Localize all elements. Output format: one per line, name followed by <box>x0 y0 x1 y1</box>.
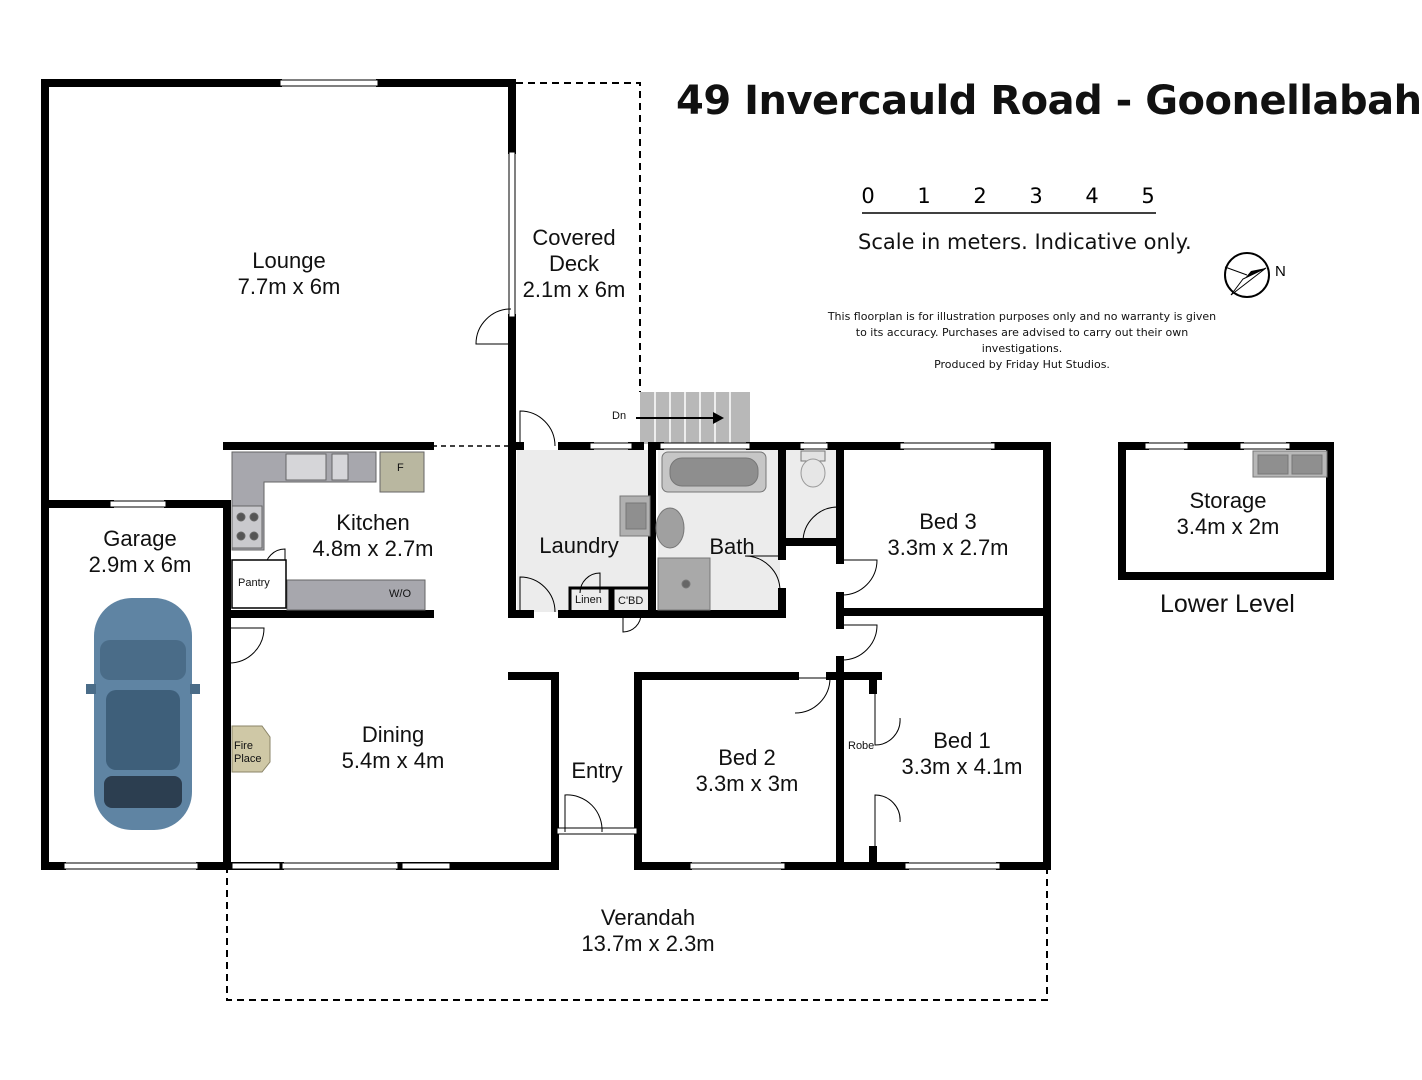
room-name: Storage <box>1189 488 1267 513</box>
disclaimer-line: Produced by Friday Hut Studios. <box>934 358 1110 371</box>
scale-tick: 0 <box>861 184 874 208</box>
room-bed2: Bed 2 3.3m x 3m <box>687 745 807 797</box>
scale-tick: 2 <box>973 184 986 208</box>
page-title: 49 Invercauld Road - Goonellabah <box>676 78 1422 124</box>
robe-label: Robe <box>848 740 875 752</box>
bathroom-fixtures <box>619 450 826 611</box>
room-size: 3.3m x 2.7m <box>887 535 1009 560</box>
cupboard-label: C'BD <box>618 595 644 607</box>
room-size: 3.3m x 4.1m <box>901 754 1023 779</box>
room-name: Garage <box>103 526 177 551</box>
room-name: Laundry <box>539 533 619 558</box>
stairs-down-label: Dn <box>612 410 627 422</box>
room-bath: Bath <box>700 534 764 560</box>
windows <box>63 79 1291 870</box>
room-bed1: Bed 1 3.3m x 4.1m <box>892 728 1032 780</box>
fireplace <box>231 725 271 773</box>
room-storage: Storage 3.4m x 2m <box>1166 488 1290 540</box>
room-size: 3.4m x 2m <box>1176 514 1280 539</box>
room-covered-deck: Covered Deck 2.1m x 6m <box>518 225 630 303</box>
scale-tick: 4 <box>1085 184 1098 208</box>
room-name: Lounge <box>252 248 326 273</box>
room-name: Verandah <box>600 905 696 930</box>
stairs <box>636 392 750 444</box>
room-name: Bed 2 <box>718 745 776 770</box>
level-label: Lower Level <box>1160 590 1295 618</box>
room-verandah: Verandah 13.7m x 2.3m <box>568 905 728 957</box>
room-size: 2.1m x 6m <box>522 277 626 302</box>
room-name: Entry <box>571 758 623 783</box>
floor-plan: 0 1 2 3 4 5 N <box>41 79 1334 1001</box>
compass-icon <box>1224 252 1270 298</box>
room-name: Bed 3 <box>919 509 977 534</box>
scale-tick: 3 <box>1029 184 1042 208</box>
walk-in-label: W/O <box>389 588 411 600</box>
scale-caption: Scale in meters. Indicative only. <box>858 230 1192 254</box>
scale-tick: 1 <box>917 184 930 208</box>
room-laundry: Laundry <box>532 533 626 559</box>
room-entry: Entry <box>564 758 630 784</box>
room-bed3: Bed 3 3.3m x 2.7m <box>878 509 1018 561</box>
room-name: Bed 1 <box>933 728 991 753</box>
room-name: Kitchen <box>336 510 410 535</box>
room-size: 13.7m x 2.3m <box>581 931 715 956</box>
room-size: 5.4m x 4m <box>341 748 445 773</box>
room-size: 3.3m x 3m <box>695 771 799 796</box>
room-size: 2.9m x 6m <box>88 552 192 577</box>
room-name: Bath <box>709 534 755 559</box>
dashed-outlines <box>226 82 1048 1001</box>
room-kitchen: Kitchen 4.8m x 2.7m <box>303 510 443 562</box>
room-size: 4.8m x 2.7m <box>312 536 434 561</box>
room-garage: Garage 2.9m x 6m <box>80 526 200 578</box>
scale-ticks: 0 1 2 3 4 5 <box>861 184 1154 208</box>
compass-north-label: N <box>1275 263 1286 280</box>
doors <box>228 308 901 850</box>
room-lounge: Lounge 7.7m x 6m <box>229 248 349 300</box>
disclaimer-line: to its accuracy. Purchases are advised t… <box>855 326 1189 355</box>
car-image <box>86 598 200 830</box>
room-name: Covered Deck <box>532 225 616 276</box>
disclaimer: This floorplan is for illustration purpo… <box>822 309 1222 373</box>
disclaimer-line: This floorplan is for illustration purpo… <box>827 310 1217 323</box>
room-size: 7.7m x 6m <box>237 274 341 299</box>
fireplace-label: Fire Place <box>234 740 262 766</box>
fireplace-label-line: Place <box>234 753 262 765</box>
linen-label: Linen <box>575 594 602 606</box>
pantry-label: Pantry <box>238 577 270 589</box>
storage-sinks <box>1252 450 1328 478</box>
closets <box>568 586 653 616</box>
kitchen-fixtures <box>231 451 426 611</box>
scale-tick: 5 <box>1141 184 1154 208</box>
fridge-label: F <box>397 462 404 474</box>
walls <box>41 79 1334 870</box>
room-name: Dining <box>361 722 425 747</box>
fireplace-label-line: Fire <box>234 740 253 752</box>
room-dining: Dining 5.4m x 4m <box>333 722 453 774</box>
